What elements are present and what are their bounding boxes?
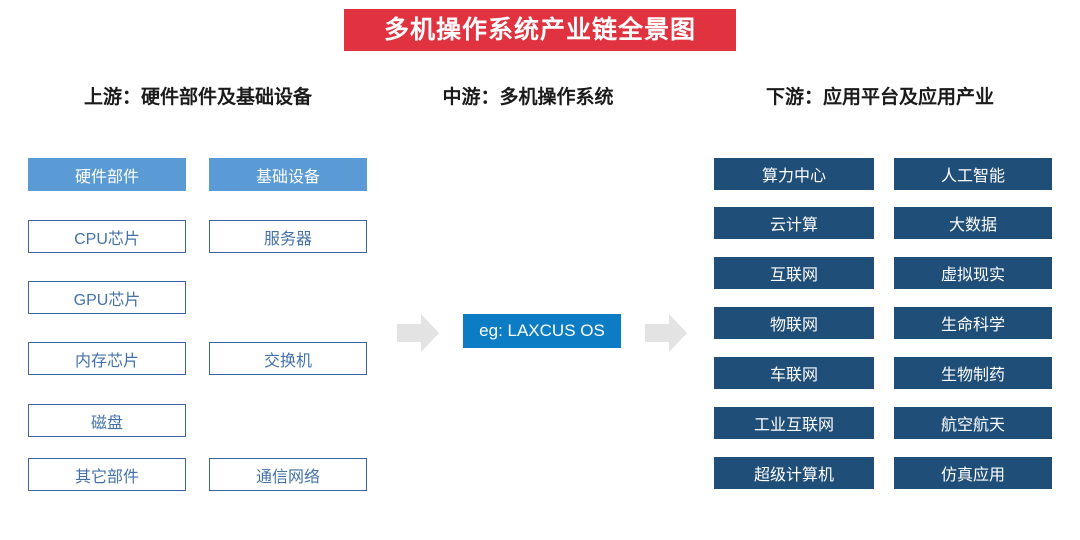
upstream-col1-item-gpu[interactable]: GPU芯片: [28, 281, 186, 314]
upstream-col2-item-network[interactable]: 通信网络: [209, 458, 367, 491]
downstream-col2-item-vr[interactable]: 虚拟现实: [894, 257, 1052, 289]
downstream-col2-item-ai[interactable]: 人工智能: [894, 158, 1052, 190]
downstream-col2-item-life-science[interactable]: 生命科学: [894, 307, 1052, 339]
segment-heading-midstream: 中游：多机操作系统: [442, 87, 614, 108]
segment-heading-upstream: 上游：硬件部件及基础设备: [83, 87, 312, 108]
downstream-col1-item-industrial-internet[interactable]: 工业互联网: [714, 407, 874, 439]
midstream-os-box[interactable]: eg: LAXCUS OS: [463, 314, 621, 348]
page-title: 多机操作系统产业链全景图: [383, 15, 696, 44]
upstream-col1-item-disk[interactable]: 磁盘: [28, 404, 186, 437]
downstream-col1-item-iot[interactable]: 物联网: [714, 307, 874, 339]
segment-heading-downstream: 下游：应用平台及应用产业: [765, 87, 994, 108]
downstream-col2-item-bigdata[interactable]: 大数据: [894, 207, 1052, 239]
downstream-col2-item-biopharma[interactable]: 生物制药: [894, 357, 1052, 389]
arrow-right-icon: [645, 313, 687, 353]
upstream-col2-header[interactable]: 基础设备: [209, 158, 367, 191]
downstream-col2-item-simulation[interactable]: 仿真应用: [894, 457, 1052, 489]
downstream-col2-item-aerospace[interactable]: 航空航天: [894, 407, 1052, 439]
page-title-banner: 多机操作系统产业链全景图: [344, 9, 736, 51]
upstream-col1-item-memory[interactable]: 内存芯片: [28, 342, 186, 375]
upstream-col1-item-cpu[interactable]: CPU芯片: [28, 220, 186, 253]
downstream-col1-item-internet[interactable]: 互联网: [714, 257, 874, 289]
downstream-col1-item-computing-center[interactable]: 算力中心: [714, 158, 874, 190]
downstream-col1-item-supercomputer[interactable]: 超级计算机: [714, 457, 874, 489]
arrow-right-icon: [397, 313, 439, 353]
downstream-col1-item-cloud[interactable]: 云计算: [714, 207, 874, 239]
upstream-col2-item-switch[interactable]: 交换机: [209, 342, 367, 375]
upstream-col1-item-other[interactable]: 其它部件: [28, 458, 186, 491]
upstream-col1-header[interactable]: 硬件部件: [28, 158, 186, 191]
upstream-col2-item-server[interactable]: 服务器: [209, 220, 367, 253]
downstream-col1-item-iov[interactable]: 车联网: [714, 357, 874, 389]
